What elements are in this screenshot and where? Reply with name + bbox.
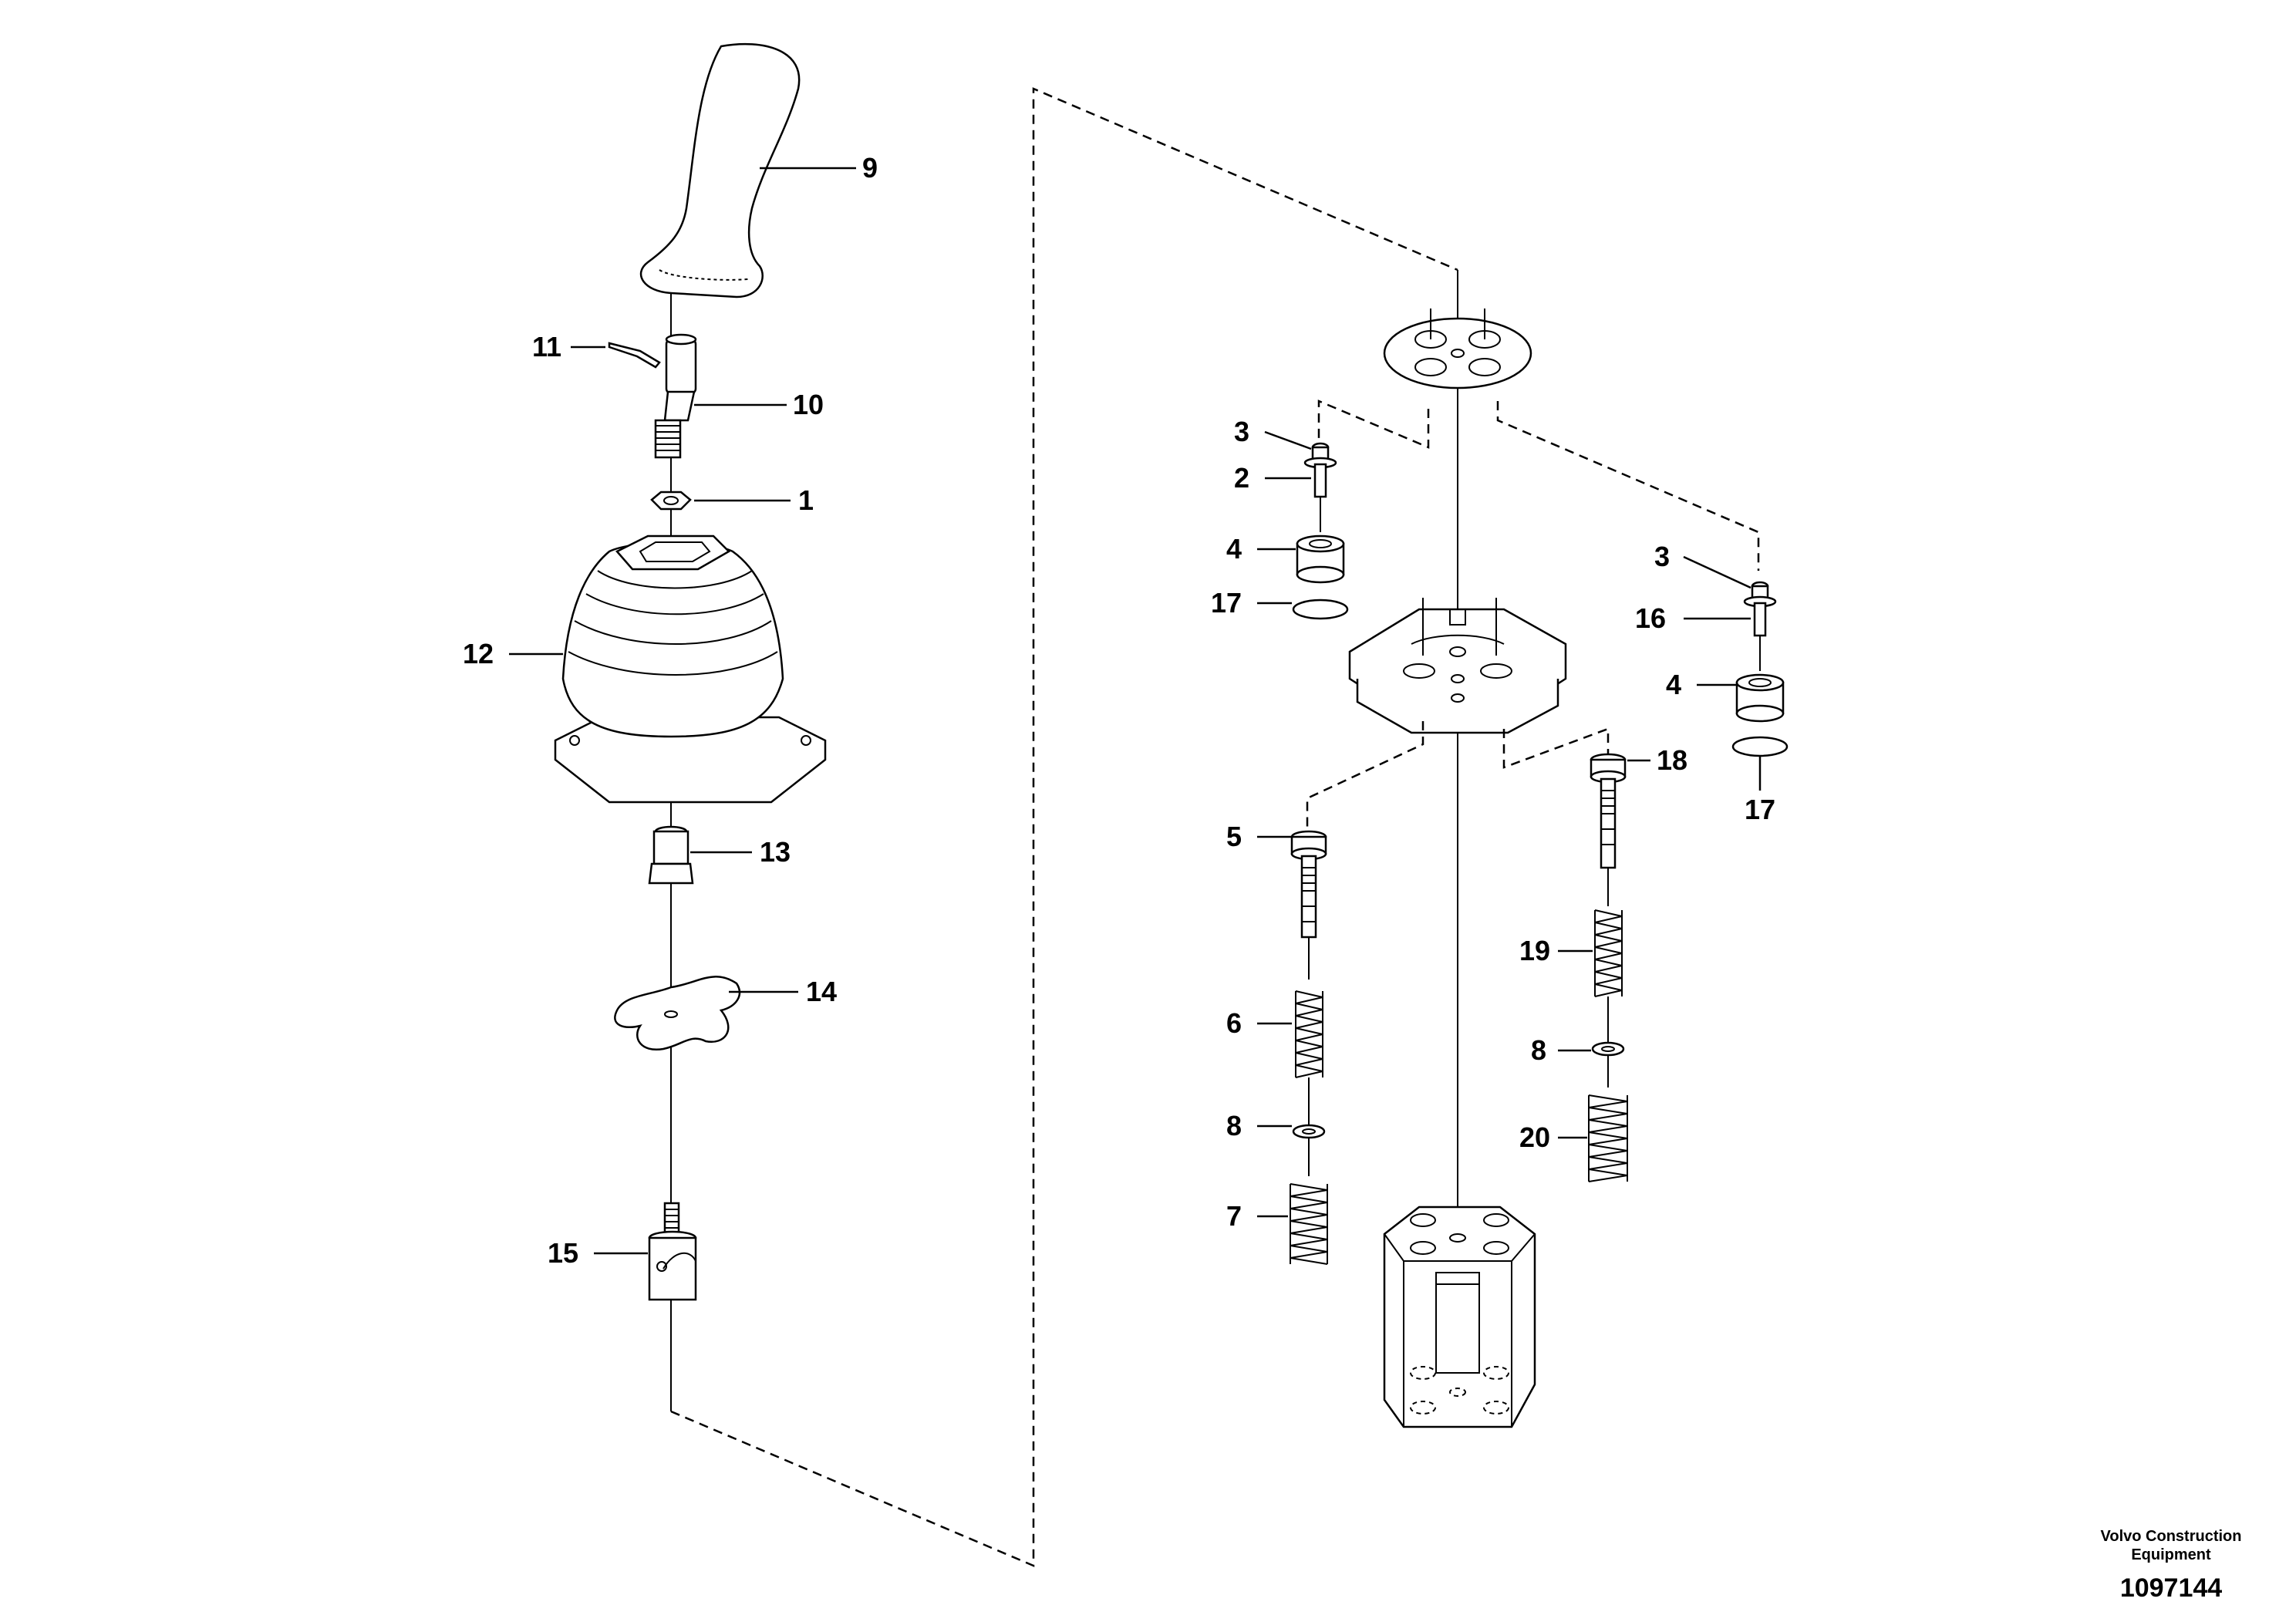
label-3-left: 3 [1234, 416, 1249, 447]
brand-line-2: Equipment [2131, 1546, 2211, 1563]
assembly-outline [670, 87, 1458, 1567]
plunger-part-16 [1743, 581, 1777, 671]
bushing-part-13 [648, 825, 694, 885]
pin-part-11 [608, 342, 661, 369]
label-17-right: 17 [1745, 794, 1775, 825]
spring-part-20 [1588, 1094, 1628, 1182]
spring-part-6 [1295, 990, 1323, 1126]
plunger-part-2 [1303, 442, 1337, 532]
valve-plate [1348, 598, 1567, 734]
label-15: 15 [548, 1237, 578, 1269]
handle-part-9 [639, 42, 801, 298]
seal-part-4-right [1735, 673, 1785, 723]
washer-part-17-left [1292, 599, 1349, 620]
label-17-left: 17 [1211, 587, 1242, 619]
label-2: 2 [1234, 462, 1249, 494]
label-4-left: 4 [1226, 533, 1242, 565]
label-13: 13 [760, 836, 791, 868]
label-3-right: 3 [1654, 541, 1670, 572]
label-20: 20 [1519, 1121, 1550, 1153]
label-9: 9 [862, 152, 878, 184]
nut-part-1 [650, 491, 692, 511]
washer-part-8-left [1292, 1124, 1326, 1176]
label-16: 16 [1635, 602, 1666, 634]
label-1: 1 [798, 484, 814, 516]
label-12: 12 [463, 638, 494, 669]
label-11: 11 [532, 331, 561, 363]
label-4-right: 4 [1666, 669, 1681, 700]
washer-part-8-right [1591, 1041, 1625, 1088]
label-6: 6 [1226, 1007, 1242, 1039]
label-18: 18 [1657, 744, 1687, 776]
valve-body [1383, 1206, 1536, 1428]
spool-part-18 [1590, 753, 1627, 906]
footer: Volvo Construction Equipment 1097144 [2101, 1528, 2242, 1603]
seal-part-4-left [1296, 534, 1345, 584]
label-14: 14 [806, 976, 837, 1007]
brand-line-1: Volvo Construction [2101, 1528, 2242, 1545]
document-number: 1097144 [2120, 1573, 2222, 1603]
leader-lines [509, 167, 1762, 1255]
top-dash-connectors [1317, 400, 1760, 571]
mid-dash-connectors [1306, 721, 1610, 833]
label-8-right: 8 [1531, 1034, 1546, 1066]
washer-part-17-right [1731, 736, 1789, 757]
spring-part-7 [1290, 1183, 1328, 1265]
cam-plate-part-14 [614, 976, 741, 1051]
top-plate [1383, 309, 1532, 389]
spring-part-19 [1594, 909, 1623, 1044]
label-8-left: 8 [1226, 1110, 1242, 1141]
label-19: 19 [1519, 935, 1550, 966]
label-10: 10 [793, 389, 824, 420]
boot-part-12 [554, 534, 827, 804]
part-labels: 9 11 10 1 12 13 14 15 3 2 4 17 3 16 4 17… [463, 152, 1775, 1269]
spool-part-5 [1290, 830, 1327, 980]
label-7: 7 [1226, 1200, 1242, 1232]
joint-part-15 [648, 1202, 697, 1301]
lever-rod-part-10 [654, 333, 697, 459]
label-5: 5 [1226, 821, 1242, 852]
